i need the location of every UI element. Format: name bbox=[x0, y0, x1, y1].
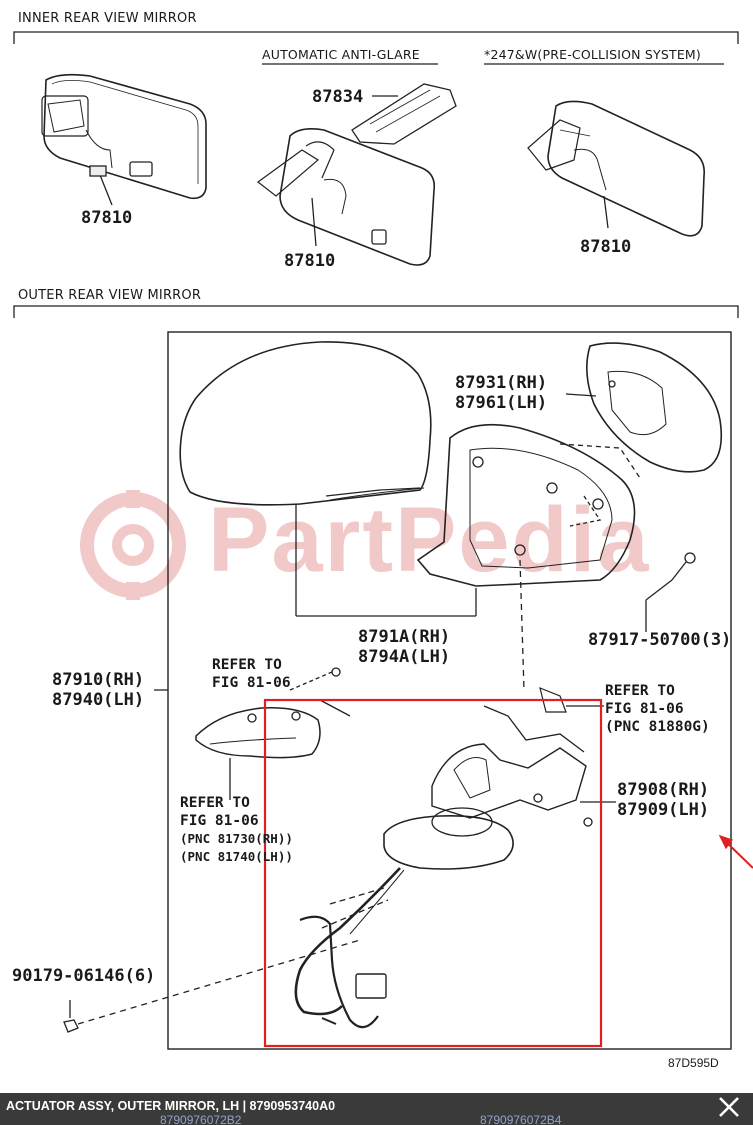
inner-section-title: INNER REAR VIEW MIRROR bbox=[18, 11, 197, 26]
outer-mirror-glass bbox=[565, 342, 723, 473]
screw-90179 bbox=[63, 939, 361, 1033]
refer-fig-81-06-bulb[interactable]: REFER TO FIG 81-06 (PNC 81880G) bbox=[605, 683, 710, 735]
part-87810-pre-collision[interactable]: 87810 bbox=[580, 237, 632, 257]
part-87917-50700[interactable]: 87917-50700(3) bbox=[588, 630, 732, 650]
part-87910-rh[interactable]: 87910(RH) bbox=[52, 670, 145, 690]
part-87931-rh[interactable]: 87931(RH) bbox=[455, 373, 548, 393]
part-87908-rh[interactable]: 87908(RH) bbox=[617, 780, 710, 800]
part-87961-lh[interactable]: 87961(LH) bbox=[455, 393, 548, 413]
part-90179-06146[interactable]: 90179-06146(6) bbox=[12, 966, 156, 986]
outer-mirror-frame bbox=[416, 423, 641, 587]
part-87834[interactable]: 87834 bbox=[312, 87, 364, 107]
refer-fig-81-06-turn-signal[interactable]: REFER TO FIG 81-06 (PNC 81730(RH)) (PNC … bbox=[180, 795, 293, 864]
parts-diagram bbox=[13, 31, 753, 1050]
part-87810-anti-glare[interactable]: 87810 bbox=[284, 251, 336, 271]
part-87940-lh[interactable]: 87940(LH) bbox=[52, 690, 145, 710]
part-87909-lh[interactable]: 87909(LH) bbox=[617, 800, 710, 820]
close-icon bbox=[719, 1097, 739, 1117]
inner-mirror-basic bbox=[41, 73, 207, 206]
pre-collision-label: *247&W(PRE-COLLISION SYSTEM) bbox=[484, 47, 701, 62]
part-link-left[interactable]: 8790976072B2 bbox=[160, 1113, 242, 1125]
actuator-assembly bbox=[294, 705, 616, 1029]
anti-glare-label: AUTOMATIC ANTI-GLARE bbox=[262, 47, 420, 62]
selected-part-title: ACTUATOR ASSY, OUTER MIRROR, LH | 879095… bbox=[6, 1099, 336, 1113]
outer-mirror-cover bbox=[179, 341, 477, 617]
part-link-right[interactable]: 8790976072B4 bbox=[480, 1113, 562, 1125]
highlight-box bbox=[263, 698, 603, 1048]
turn-signal-lamp bbox=[195, 667, 351, 800]
inner-section-bracket bbox=[13, 31, 739, 44]
inner-mirror-pre-collision bbox=[527, 100, 706, 237]
inner-mirror-anti-glare bbox=[257, 83, 457, 266]
outer-section-bracket bbox=[13, 305, 739, 318]
diagram-code: 87D595D bbox=[668, 1056, 719, 1070]
close-button[interactable] bbox=[715, 1095, 743, 1123]
refer-fig-81-06-lamp-screw[interactable]: REFER TO FIG 81-06 bbox=[212, 657, 291, 691]
part-8791a-rh[interactable]: 8791A(RH) bbox=[358, 627, 451, 647]
selected-part-bar: ACTUATOR ASSY, OUTER MIRROR, LH | 879095… bbox=[0, 1093, 753, 1125]
part-8794a-lh[interactable]: 8794A(LH) bbox=[358, 647, 451, 667]
part-87810-basic[interactable]: 87810 bbox=[81, 208, 133, 228]
screw-87917 bbox=[645, 552, 696, 632]
outer-section-title: OUTER REAR VIEW MIRROR bbox=[18, 288, 202, 303]
